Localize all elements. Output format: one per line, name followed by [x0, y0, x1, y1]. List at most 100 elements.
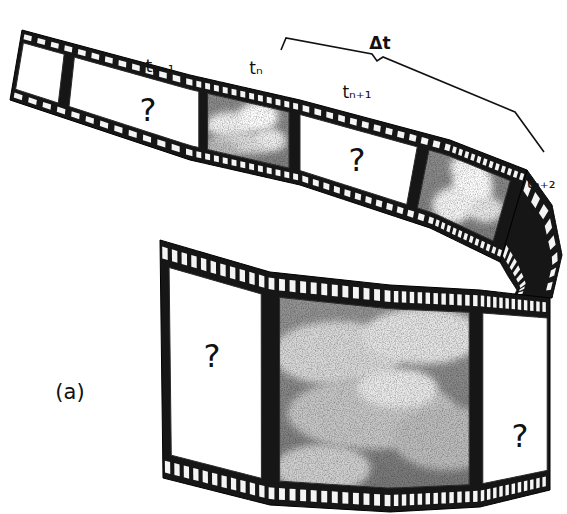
sprocket-hole	[259, 485, 264, 498]
sprocket-hole	[205, 153, 210, 160]
sprocket-hole	[240, 161, 245, 168]
sprocket-hole	[51, 42, 59, 49]
interval-bracket	[281, 38, 544, 152]
sprocket-hole	[473, 491, 477, 502]
sprocket-hole	[105, 56, 113, 64]
film-frame-box: ?	[116, 84, 180, 136]
film-frame	[69, 57, 199, 147]
sprocket-hole	[513, 265, 520, 276]
sprocket-hole	[313, 179, 319, 187]
sprocket-hole	[223, 157, 228, 164]
sprocket-hole	[449, 294, 453, 305]
film-frame-box: ?	[490, 408, 550, 464]
sprocket-hole	[186, 78, 192, 86]
sprocket-hole	[362, 121, 369, 129]
sprocket-hole	[493, 297, 496, 308]
sprocket-hole	[100, 121, 108, 129]
sprocket-hole	[407, 210, 414, 218]
sprocket-hole	[516, 273, 523, 283]
sprocket-hole	[397, 131, 405, 139]
sprocket-hole	[269, 277, 275, 290]
sprocket-hole	[491, 246, 496, 254]
sprocket-hole	[548, 235, 555, 250]
sprocket-hole	[426, 293, 430, 304]
sprocket-hole	[365, 196, 372, 204]
sprocket-hole	[552, 252, 558, 265]
sprocket-hole	[214, 85, 219, 92]
sprocket-hole	[129, 130, 137, 138]
sprocket-hole	[481, 296, 484, 307]
sprocket-hole	[214, 155, 219, 162]
sprocket-hole	[519, 173, 524, 181]
sprocket-hole	[385, 290, 391, 302]
sprocket-hole	[402, 291, 406, 302]
sprocket-hole	[409, 134, 417, 142]
sprocket-hole	[480, 241, 485, 249]
sprocket-hole	[293, 173, 298, 180]
sprocket-hole	[165, 461, 170, 474]
sprocket-hole	[334, 186, 340, 194]
sprocket-hole	[482, 158, 487, 166]
sprocket-hole	[364, 288, 370, 300]
sprocket-hole	[499, 486, 502, 497]
sprocket-hole	[512, 299, 515, 310]
sprocket-hole	[542, 302, 545, 312]
sprocket-hole	[506, 252, 512, 265]
sprocket-hole	[221, 475, 226, 488]
sprocket-hole	[172, 249, 178, 262]
sprocket-hole	[279, 488, 285, 500]
sprocket-hole	[293, 103, 298, 110]
sprocket-hole	[173, 75, 181, 83]
sprocket-hole	[536, 301, 539, 311]
sprocket-hole	[186, 148, 192, 156]
sprocket-hole	[71, 111, 80, 119]
sprocket-hole	[240, 91, 245, 98]
frame-outline	[417, 150, 510, 241]
sprocket-hole	[385, 127, 392, 135]
sprocket-hole	[373, 124, 380, 132]
sprocket-hole	[86, 116, 94, 124]
sprocket-hole	[276, 169, 281, 176]
sprocket-hole	[64, 45, 72, 52]
sprocket-hole	[530, 479, 533, 490]
sprocket-hole	[513, 170, 518, 178]
sprocket-hole	[457, 294, 461, 305]
sprocket-hole	[162, 247, 168, 260]
sprocket-hole	[469, 235, 474, 243]
sprocket-hole	[143, 135, 151, 143]
sprocket-hole	[435, 219, 440, 227]
sprocket-hole	[428, 216, 434, 224]
sprocket-hole	[394, 291, 398, 303]
sprocket-hole	[530, 301, 533, 311]
sprocket-hole	[549, 267, 556, 277]
sprocket-hole	[505, 298, 508, 309]
sprocket-hole	[410, 494, 414, 505]
sprocket-hole	[394, 495, 398, 507]
sprocket-hole	[332, 491, 338, 503]
film-frame	[169, 268, 261, 479]
film-lower	[160, 240, 550, 514]
sprocket-hole	[332, 284, 338, 296]
sprocket-hole	[42, 102, 51, 110]
sprocket-hole	[536, 478, 539, 489]
sprocket-hole	[37, 38, 45, 45]
sprocket-hole	[14, 93, 23, 101]
frame-outline	[208, 93, 289, 168]
sprocket-hole	[342, 286, 348, 298]
sprocket-hole	[232, 89, 237, 96]
panel-label: (a)	[55, 382, 84, 403]
sprocket-hole	[374, 494, 380, 506]
sprocket-hole	[518, 291, 524, 294]
sprocket-hole	[353, 287, 359, 299]
sprocket-hole	[290, 489, 296, 501]
sprocket-hole	[446, 225, 451, 233]
sprocket-hole	[493, 487, 496, 498]
sprocket-hole	[201, 258, 207, 271]
sprocket-hole	[518, 299, 521, 309]
sprocket-hole	[132, 64, 140, 72]
sprocket-hole	[258, 95, 263, 102]
sprocket-hole	[205, 83, 210, 90]
film-frame-box: ?	[325, 134, 389, 186]
